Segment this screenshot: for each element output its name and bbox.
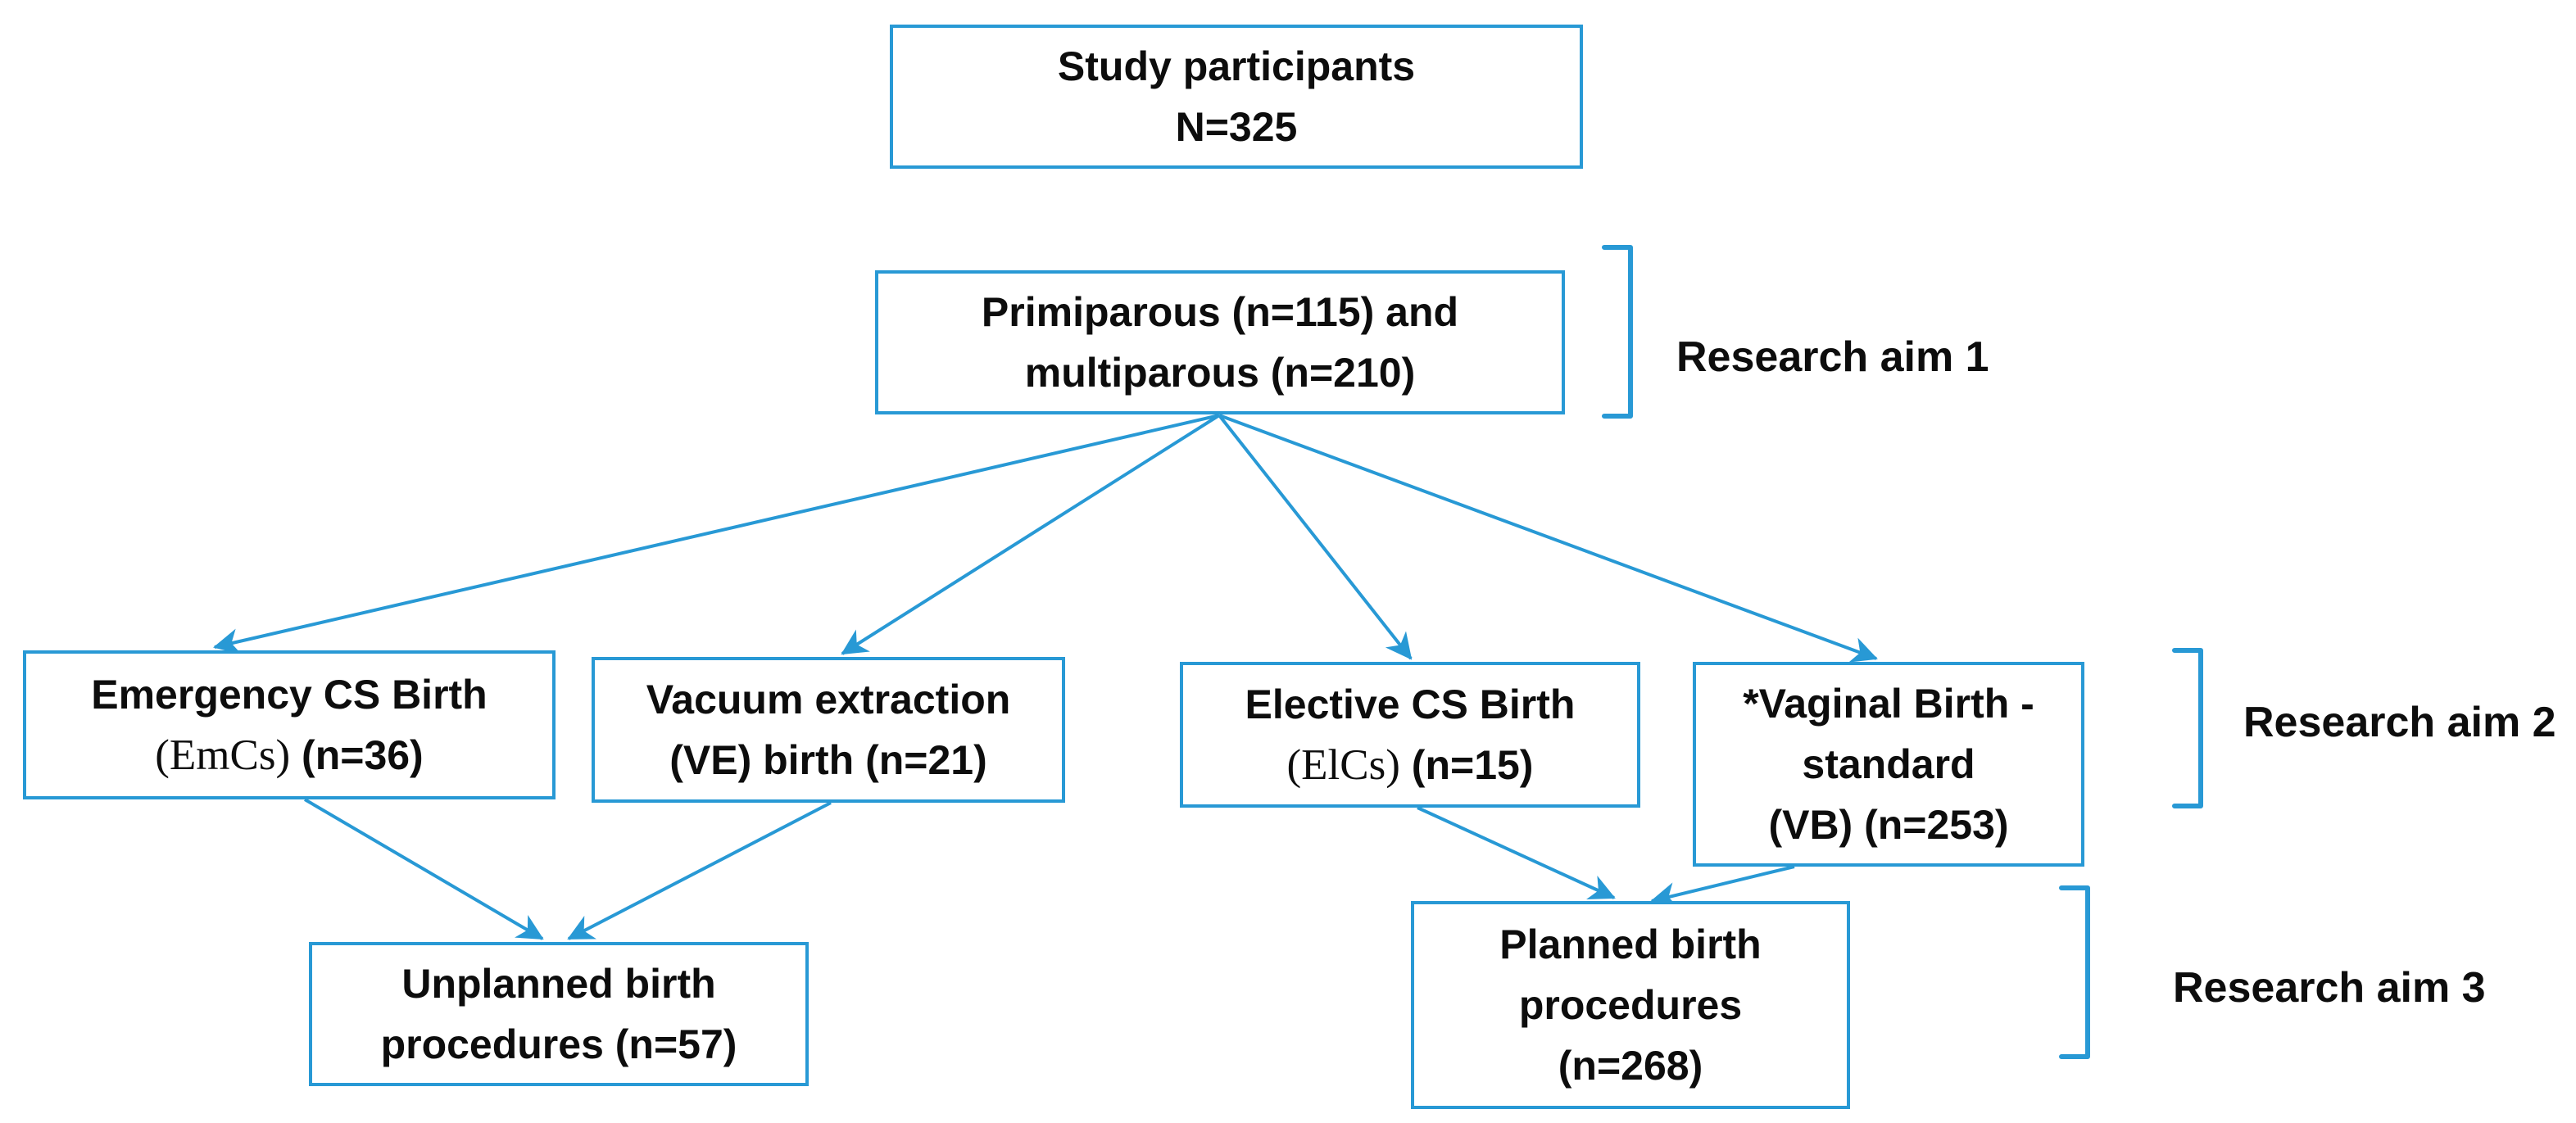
parity-box: Primiparous (n=115) and multiparous (n=21… [875,270,1565,414]
arrow-parity-to-emergency-cs [213,414,1220,654]
study-participants-text-segment: N=325 [1175,104,1298,150]
vaginal-birth-standard-text-line: (VB) (n=253) [1768,795,2008,855]
emergency-cs-birth-text-line: (EmCs) (n=36) [155,725,423,786]
vacuum-extraction-birth-text-line: Vacuum extraction [646,669,1011,730]
parity-text-segment: multiparous (n=210) [1024,350,1416,396]
arrow-vacuum-extraction-to-unplanned [567,801,832,940]
unplanned-birth-procedures-text-line: procedures (n=57) [381,1014,737,1075]
arrow-elective-cs-to-planned [1417,806,1616,900]
planned-birth-procedures-box: Planned birth procedures (n=268) [1411,901,1850,1109]
emergency-cs-birth-text-segment: (n=36) [290,732,424,778]
elective-cs-birth-text-line: Elective CS Birth [1245,674,1576,735]
research-aim-1-label: Research aim 1 [1676,333,1989,381]
parity-text-line: Primiparous (n=115) and [982,282,1458,342]
parity-text-segment: Primiparous (n=115) and [981,289,1459,335]
unplanned-birth-procedures-text-segment: Unplanned birth [401,961,716,1007]
planned-birth-procedures-text-line: (n=268) [1558,1035,1703,1096]
arrow-vaginal-birth-to-planned [1650,865,1795,908]
emergency-cs-birth-box: Emergency CS Birth (EmCs) (n=36) [23,650,556,799]
study-participants-text-line: Study participants [1058,36,1415,97]
emergency-cs-birth-text-segment: Emergency CS Birth [91,672,488,718]
vaginal-birth-standard-box: *Vaginal Birth - standard (VB) (n=253) [1693,662,2084,867]
arrow-parity-to-elective-cs [1218,414,1413,660]
planned-birth-procedures-text-segment: (n=268) [1558,1043,1703,1089]
bracket-aim-3 [2059,885,2090,1059]
bracket-aim-1 [1602,245,1633,419]
unplanned-birth-procedures-text-line: Unplanned birth [401,953,715,1014]
vacuum-extraction-birth-text-line: (VE) birth (n=21) [669,730,987,790]
elective-cs-birth-box: Elective CS Birth (ElCs) (n=15) [1180,662,1640,808]
vaginal-birth-standard-text-line: *Vaginal Birth - [1743,673,2034,734]
research-aim-3-label: Research aim 3 [2173,964,2486,1012]
vaginal-birth-standard-text-segment: *Vaginal Birth - [1743,681,2034,727]
unplanned-birth-procedures-text-segment: procedures (n=57) [380,1021,737,1067]
planned-birth-procedures-text-line: Planned birth [1499,914,1761,975]
planned-birth-procedures-text-line: procedures [1519,975,1742,1035]
research-aim-2-label: Research aim 2 [2243,699,2556,746]
elective-cs-birth-text-line: (ElCs) (n=15) [1287,735,1534,795]
vacuum-extraction-birth-text-segment: (VE) birth (n=21) [669,737,987,783]
study-participants-text-segment: Study participants [1057,43,1416,89]
unplanned-birth-procedures-box: Unplanned birth procedures (n=57) [309,942,809,1086]
vaginal-birth-standard-text-segment: (VB) (n=253) [1768,802,2009,848]
vacuum-extraction-birth-text-segment: Vacuum extraction [646,677,1011,722]
vaginal-birth-standard-text-line: standard [1802,734,1975,795]
elective-cs-birth-text-segment: (ElCs) [1286,741,1400,789]
arrow-parity-to-vacuum-extraction [841,414,1221,655]
study-participants-text-line: N=325 [1176,97,1298,157]
planned-birth-procedures-text-segment: procedures [1518,982,1743,1028]
vaginal-birth-standard-text-segment: standard [1802,741,1975,787]
arrow-parity-to-vaginal-birth [1218,414,1878,663]
elective-cs-birth-text-segment: Elective CS Birth [1245,681,1576,727]
arrow-emergency-cs-to-unplanned [303,798,544,940]
emergency-cs-birth-text-segment: (EmCs) [155,731,291,779]
emergency-cs-birth-text-line: Emergency CS Birth [91,664,487,725]
parity-text-line: multiparous (n=210) [1025,342,1416,403]
bracket-aim-2 [2172,648,2203,808]
elective-cs-birth-text-segment: (n=15) [1399,742,1534,788]
vacuum-extraction-birth-box: Vacuum extraction (VE) birth (n=21) [592,657,1065,803]
planned-birth-procedures-text-segment: Planned birth [1499,921,1762,967]
